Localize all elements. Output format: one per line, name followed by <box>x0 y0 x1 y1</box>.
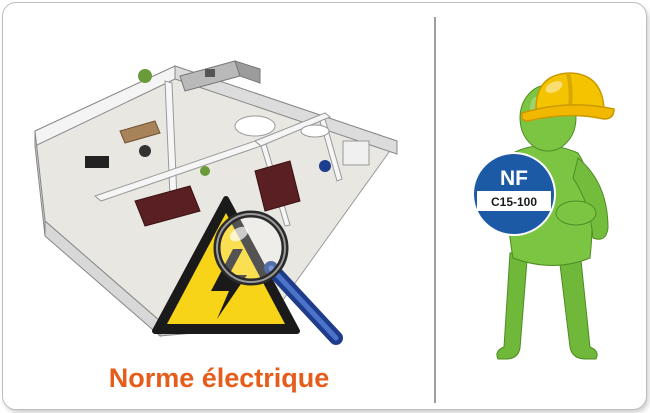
nf-badge: NF C15-100 <box>472 152 556 236</box>
vertical-divider <box>434 17 436 403</box>
caption-title: Norme électrique <box>108 363 330 393</box>
badge-line-2: C15-100 <box>491 195 537 209</box>
badge-line-1: NF <box>500 167 528 190</box>
helmet-icon <box>520 72 615 122</box>
magnifier-icon <box>213 210 343 345</box>
